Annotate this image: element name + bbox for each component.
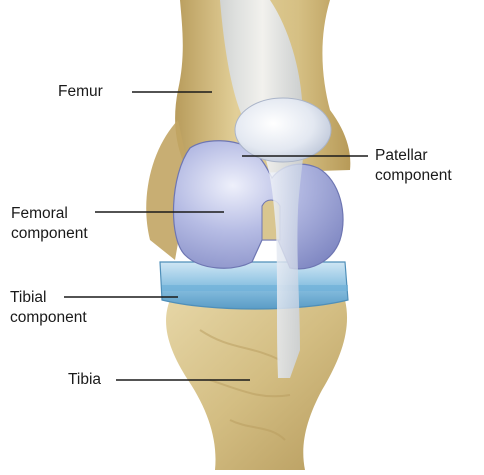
label-tibia: Tibia — [68, 370, 101, 390]
label-femur-text: Femur — [58, 82, 103, 102]
label-patellar-line2: component — [375, 166, 452, 186]
label-patellar-component: Patellar component — [375, 146, 452, 186]
label-tibial-line1: Tibial — [10, 288, 87, 308]
label-tibia-text: Tibia — [68, 370, 101, 390]
label-femoral-component: Femoral component — [11, 204, 88, 244]
label-tibial-component: Tibial component — [10, 288, 87, 328]
patellar-component — [235, 98, 331, 162]
label-femoral-line1: Femoral — [11, 204, 88, 224]
tibial-tray-edge — [162, 285, 348, 291]
tibia-bone — [166, 300, 347, 470]
label-patellar-line1: Patellar — [375, 146, 452, 166]
label-femoral-line2: component — [11, 224, 88, 244]
label-tibial-line2: component — [10, 308, 87, 328]
label-femur: Femur — [58, 82, 103, 102]
